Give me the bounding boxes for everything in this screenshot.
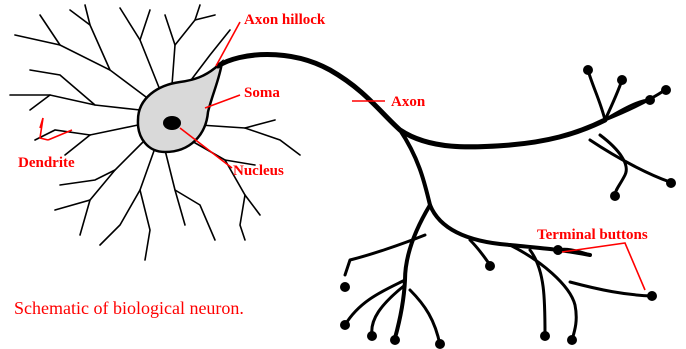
terminal-button <box>610 191 620 201</box>
dendrite-branch <box>240 195 245 240</box>
soma-label: Soma <box>244 85 280 101</box>
axon-branch <box>530 250 545 335</box>
dendrite-branch <box>60 170 115 185</box>
axon-label: Axon <box>391 94 426 110</box>
axon-branch <box>410 290 440 345</box>
nucleus-leader <box>180 128 232 168</box>
terminal-button <box>567 335 577 345</box>
terminal-button <box>540 331 550 341</box>
terminal-button <box>390 335 400 345</box>
axon-branch <box>590 140 670 182</box>
dendrite-branch <box>165 15 175 85</box>
terminal-button <box>340 282 350 292</box>
dendrite-branch <box>65 135 90 155</box>
dendrite-branch <box>10 95 140 110</box>
terminal-button <box>647 291 657 301</box>
axon-branch <box>588 70 605 120</box>
axon-branch <box>600 135 626 195</box>
terminal-button <box>617 75 627 85</box>
dendrite-branch <box>100 148 155 245</box>
dendrite-branch <box>30 95 50 110</box>
axon-branch <box>345 235 425 275</box>
terminal-button <box>553 245 563 255</box>
axon-collateral <box>395 205 430 338</box>
diagram-caption: Schematic of biological neuron. <box>14 298 244 318</box>
axon-branch <box>570 282 652 296</box>
dendrite-label: Dendrite <box>18 155 75 171</box>
axon-hillock-label: Axon hillock <box>244 12 326 28</box>
dendrite-branch <box>140 10 150 40</box>
terminal-button <box>661 85 671 95</box>
nucleus-label: Nucleus <box>233 163 284 179</box>
terminal-button <box>645 95 655 105</box>
terminal-button <box>435 339 445 349</box>
terminal-button <box>485 261 495 271</box>
dendrite-branch <box>165 150 185 225</box>
axon-tree <box>218 55 670 346</box>
dendrite-branch <box>120 8 160 90</box>
dendrite-branch <box>175 190 215 240</box>
dendrite-branch <box>175 5 200 45</box>
terminal-button <box>367 331 377 341</box>
dendrite-branch <box>200 125 300 155</box>
dendrite-branch <box>140 190 150 260</box>
terminal-buttons-label: Terminal buttons <box>537 227 648 243</box>
dendrite-branch <box>245 120 275 128</box>
terminal-button <box>583 65 593 75</box>
terminal-button <box>666 178 676 188</box>
dendrite-branch <box>30 70 95 105</box>
dendrite-branch <box>80 200 90 235</box>
dendrite-branch <box>15 35 150 100</box>
terminal-button <box>340 320 350 330</box>
nucleus-dot <box>163 116 181 130</box>
dendrite-branch <box>55 140 145 210</box>
dendrite-branch <box>195 15 215 20</box>
